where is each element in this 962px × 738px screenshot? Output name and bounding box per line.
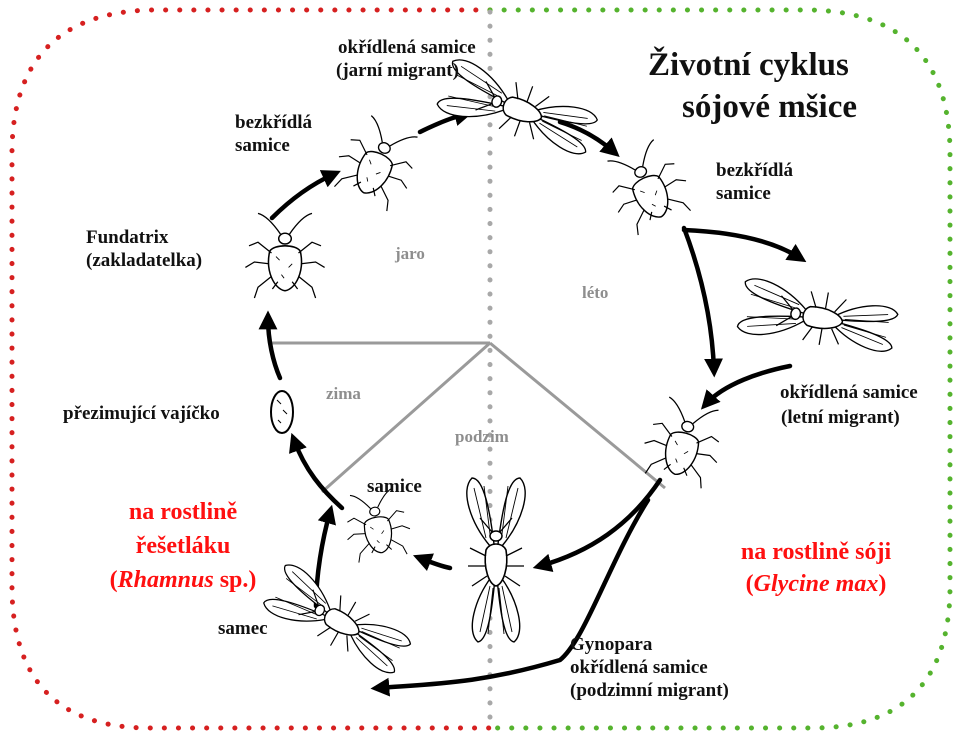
label-female: samice xyxy=(367,475,422,498)
arrow-female-to-egg xyxy=(294,440,342,508)
label-spring-migrant-2: (jarní migrant) xyxy=(336,59,459,82)
label-fundatrix-2: (zakladatelka) xyxy=(86,249,202,272)
season-dividers xyxy=(270,343,665,492)
egg-icon xyxy=(271,391,293,433)
label-fundatrix-1: Fundatrix xyxy=(86,226,168,249)
male-aphid-icon xyxy=(261,561,415,680)
label-male: samec xyxy=(218,617,268,640)
label-gynopara-3: (podzimní migrant) xyxy=(570,679,729,702)
label-wingless-left-1: bezkřídlá xyxy=(235,111,312,134)
season-autumn: podzim xyxy=(455,427,509,447)
arrow-fundatrix-to-wingless xyxy=(272,174,334,218)
diagram-title-line2: sójové mšice xyxy=(682,88,857,126)
summer-migrant-aphid-icon xyxy=(737,277,900,359)
season-winter: zima xyxy=(326,384,361,404)
label-wingless-right-2: samice xyxy=(716,182,771,205)
host-rhamnus-line3: (Rhamnus sp.) xyxy=(96,564,270,596)
label-spring-migrant-1: okřídlená samice xyxy=(338,36,476,59)
arrow-to-gynopara xyxy=(540,480,660,566)
label-wingless-left-2: samice xyxy=(235,134,290,157)
arrow-summer-migrant-back xyxy=(706,366,790,404)
gynopara-aphid-icon xyxy=(467,478,525,642)
arrow-wingless-to-summer-migrant xyxy=(684,230,800,258)
host-glycine-species: Glycine max xyxy=(754,571,879,597)
host-rhamnus-genus: Rhamnus xyxy=(118,567,214,593)
season-spring: jaro xyxy=(395,244,425,264)
label-gynopara-2: okřídlená samice xyxy=(570,656,708,679)
label-egg: přezimující vajíčko xyxy=(63,402,220,425)
host-rhamnus-line1: na rostlině xyxy=(108,496,258,528)
fundatrix-aphid-icon xyxy=(245,213,324,298)
label-wingless-right-1: bezkřídlá xyxy=(716,159,793,182)
arrow-gynopara-to-female xyxy=(420,558,450,568)
arrow-wingless-down xyxy=(684,228,714,370)
host-glycine-line2: (Glycine max) xyxy=(716,568,916,600)
wingless-female-left-icon xyxy=(327,111,429,215)
spring-migrant-aphid-icon xyxy=(436,57,601,162)
season-summer: léto xyxy=(582,283,608,303)
label-summer-migrant-2: (letní migrant) xyxy=(781,406,900,429)
diagram-title-line1: Životní cyklus xyxy=(648,46,849,84)
host-rhamnus-line2: řešetláku xyxy=(108,530,258,562)
host-glycine-line1: na rostlině sóji xyxy=(716,536,916,568)
arrow-egg-to-fundatrix xyxy=(268,318,280,378)
label-summer-migrant-1: okřídlená samice xyxy=(780,381,918,404)
label-gynopara-1: Gynopara xyxy=(570,633,652,656)
